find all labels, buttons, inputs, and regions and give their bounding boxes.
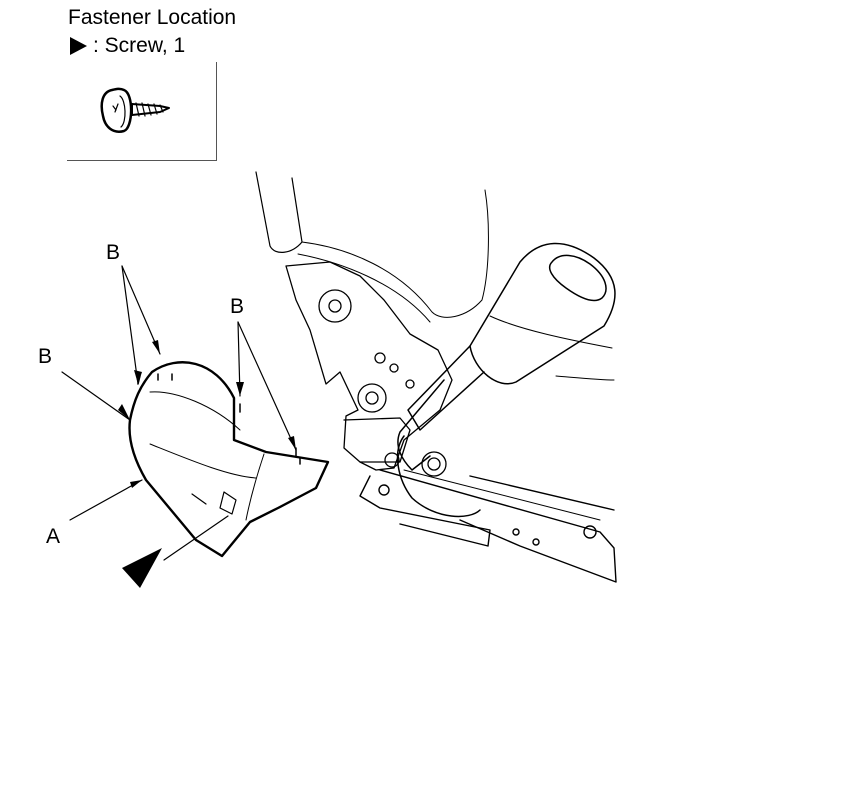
fastener-legend-item: : Screw, 1: [93, 34, 186, 57]
fastener-legend-title: Fastener Location: [68, 6, 237, 29]
screw-location-marker: [122, 548, 162, 588]
callout-leaders: [61, 265, 297, 561]
callout-a: A: [46, 525, 61, 548]
callout-arrowheads: [118, 340, 296, 488]
screw-illustration: [100, 87, 170, 133]
seat-belt-buckle: [396, 242, 616, 518]
callout-b-top-right: B: [230, 295, 245, 318]
recliner-cover-a: [128, 361, 330, 558]
callout-b-left: B: [38, 345, 53, 368]
callout-b-top-left: B: [106, 241, 121, 264]
seat-recliner-mechanism: [285, 261, 453, 477]
fastener-legend-row: : Screw, 1: [70, 34, 185, 58]
seat-back: [255, 171, 615, 381]
right-triangle-icon: [70, 37, 87, 55]
fastener-legend-box: [67, 62, 217, 161]
seat-rail: [359, 469, 617, 583]
